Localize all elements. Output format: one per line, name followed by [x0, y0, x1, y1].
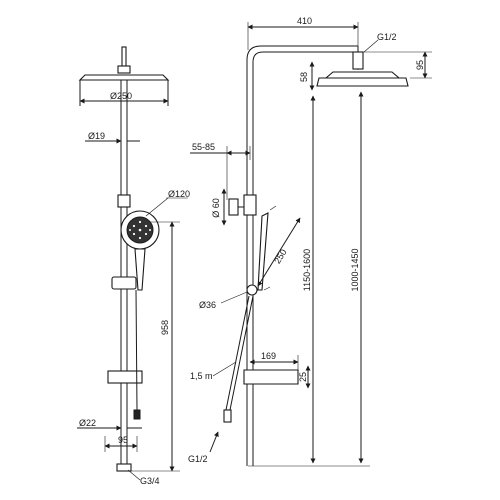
dim-inlet-thread: G3/4 — [140, 476, 160, 486]
head-connector — [352, 51, 364, 70]
dim-hs-length-line — [257, 217, 301, 287]
side-diverter — [243, 194, 257, 216]
side-shelf — [243, 369, 299, 385]
side-hose-nut — [223, 409, 232, 423]
dim-hs-ext-b — [263, 286, 271, 291]
dim-bottom-thread-leader — [209, 431, 219, 453]
dim-slider-diameter: Ø36 — [199, 300, 216, 310]
dim-hose-length: 1,5 m — [190, 371, 213, 381]
dim-hand-shower-leader — [145, 197, 169, 217]
slider-bracket — [111, 276, 137, 290]
dim-slider-leader — [220, 291, 248, 304]
dim-hand-shower-length: 250 — [272, 247, 288, 265]
side-head-top — [324, 71, 401, 79]
arm-outer — [246, 45, 358, 195]
dim-pipe-diameter: Ø19 — [88, 131, 105, 141]
dim-hs-ext-a — [269, 205, 277, 211]
dim-arm-length: 410 — [297, 16, 312, 26]
dim-base-offset: 95 — [118, 435, 128, 445]
overhead-head — [78, 74, 170, 81]
dim-head-thread: G1/2 — [377, 32, 397, 42]
dim-shelf-width: 169 — [261, 351, 276, 361]
base-fitting — [116, 463, 132, 472]
side-view: 410 G1/2 95 58 1150-1600 1000-1450 55-85 — [188, 16, 432, 467]
dim-height-range-inner: 1150-1600 — [302, 249, 312, 291]
soap-shelf — [107, 370, 143, 384]
dim-hose-leader — [212, 361, 237, 377]
dim-head-drop: 95 — [415, 60, 425, 70]
dim-inlet-leader — [127, 469, 141, 481]
side-slider — [246, 284, 258, 296]
dim-total-height: 958 — [160, 320, 170, 335]
hose — [135, 289, 138, 411]
arm-inner — [252, 51, 358, 195]
side-hose-b — [229, 295, 254, 411]
dim-base-diameter: Ø22 — [79, 418, 96, 428]
dim-hand-shower-diameter: Ø120 — [168, 189, 190, 199]
diverter-fitting — [117, 194, 131, 208]
dim-clamp-range: 55-85 — [192, 142, 215, 152]
hand-shower-handle — [134, 248, 146, 291]
side-hose — [225, 295, 250, 411]
dim-head-thread-leader — [363, 39, 379, 53]
top-nut — [117, 65, 131, 74]
wall-bracket — [228, 198, 239, 216]
front-view: Ø250 Ø19 Ø120 — [77, 46, 190, 486]
dim-height-range-outer: 1000-1450 — [350, 248, 360, 291]
dim-head-thickness: 58 — [299, 72, 309, 82]
dim-shelf-height: 25 — [298, 372, 308, 382]
dim-clamp-diameter: Ø 60 — [211, 198, 221, 218]
hose-nut — [133, 409, 141, 420]
dim-bottom-thread: G1/2 — [188, 454, 208, 464]
spray-dots — [129, 220, 151, 240]
side-head — [316, 77, 409, 87]
